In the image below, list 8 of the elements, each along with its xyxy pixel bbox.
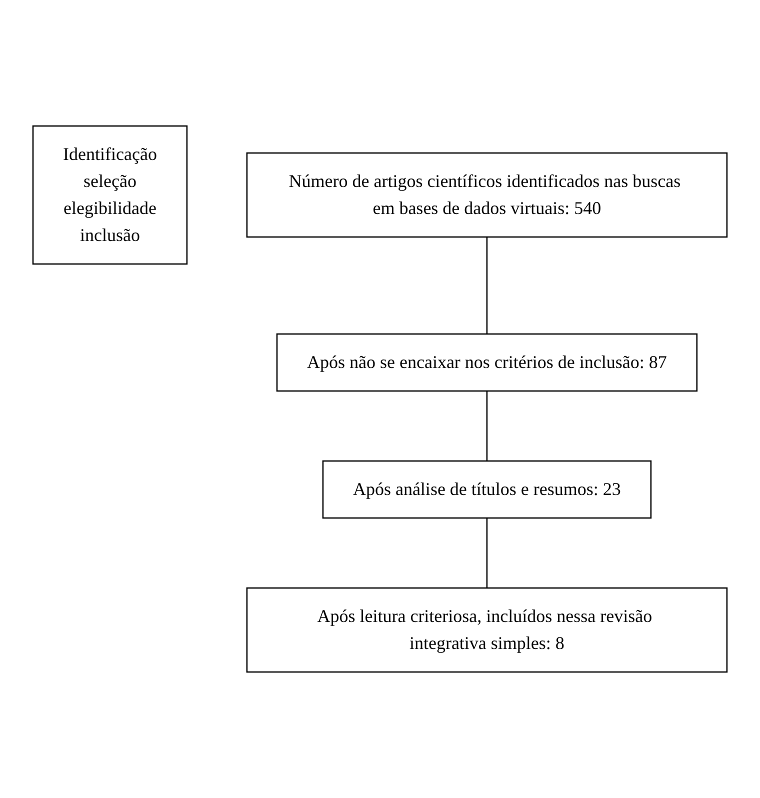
node-box: Número de artigos científicos identificados nas buscas em bases de dados virtuais: 540 <box>246 152 728 238</box>
node-box: Após leitura criteriosa, incluídos nessa revisão integrativa simples: 8 <box>246 587 728 673</box>
connector <box>486 237 488 334</box>
node-box: Identificação seleção elegibilidade inclusão <box>32 125 188 265</box>
connector <box>486 518 488 588</box>
node-box: Após análise de títulos e resumos: 23 <box>322 460 652 519</box>
connector <box>486 391 488 461</box>
node-box: Após não se encaixar nos critérios de inclusão: 87 <box>276 333 698 392</box>
